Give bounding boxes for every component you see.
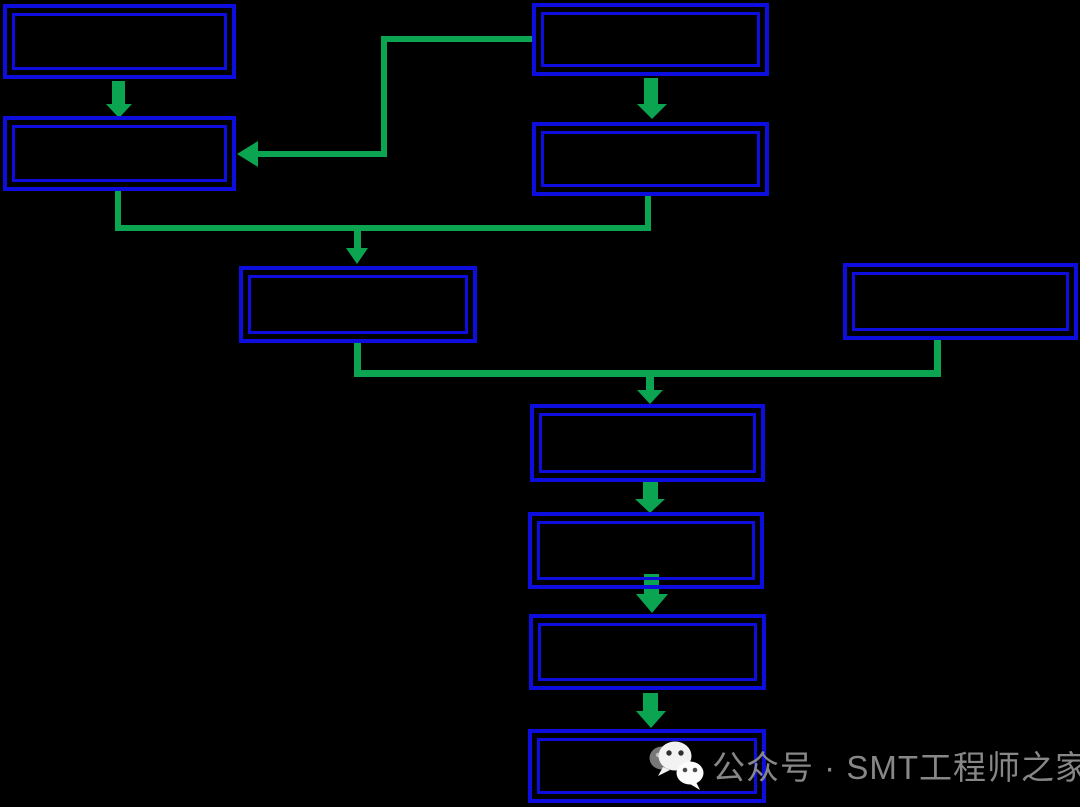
connector-merge2-arrowhead bbox=[637, 390, 663, 404]
arrow-mid1-down-head bbox=[635, 499, 665, 513]
connector-merge1-v-from-right bbox=[645, 196, 651, 231]
arrow-mid3-down-shaft bbox=[643, 693, 658, 711]
connector-merge1-v-from-left bbox=[115, 191, 121, 231]
flow-node-left-second bbox=[3, 116, 236, 191]
connector-merge1-branch-shaft bbox=[354, 231, 361, 248]
connector-topright-to-left-arrowhead bbox=[237, 141, 258, 167]
flow-node-mid-2 bbox=[528, 512, 764, 589]
connector-merge1-arrowhead bbox=[346, 248, 368, 264]
arrow-topleft-down-head bbox=[106, 104, 132, 118]
flow-node-top-right bbox=[532, 3, 769, 76]
connector-merge2-v-from-center bbox=[354, 343, 361, 377]
flow-node-mid-2-inner bbox=[537, 521, 755, 580]
arrow-mid3-down-head bbox=[636, 711, 666, 728]
wechat-icon bbox=[649, 741, 704, 790]
connector-merge2-v-from-farright bbox=[934, 340, 941, 377]
connector-topright-to-left-h2 bbox=[258, 151, 387, 157]
flow-node-mid-4 bbox=[528, 729, 766, 803]
arrow-topright-down-shaft bbox=[644, 78, 658, 104]
flow-node-mid-4-inner bbox=[537, 738, 757, 794]
connector-topright-to-left-v bbox=[381, 36, 387, 155]
flow-node-center-merge-inner bbox=[248, 275, 468, 334]
watermark: 公众号 · SMT工程师之家 bbox=[648, 738, 1080, 792]
flow-node-mid-1 bbox=[530, 404, 765, 482]
flow-node-top-left bbox=[3, 4, 236, 79]
arrow-mid1-down-shaft bbox=[643, 480, 658, 499]
flow-node-mid-3 bbox=[529, 614, 766, 690]
flow-node-top-right-inner bbox=[541, 12, 760, 67]
flow-node-right-second-inner bbox=[541, 131, 760, 187]
flow-node-far-right-inner bbox=[852, 272, 1069, 331]
flow-node-center-merge bbox=[239, 266, 477, 343]
arrow-topleft-down-shaft bbox=[112, 81, 125, 104]
connector-merge1-h bbox=[115, 225, 651, 231]
connector-topright-to-left-h1 bbox=[381, 36, 533, 42]
flow-node-right-second bbox=[532, 122, 769, 196]
flow-node-mid-3-inner bbox=[538, 623, 757, 681]
flow-node-far-right bbox=[843, 263, 1078, 340]
arrow-mid2-down-head bbox=[636, 594, 668, 613]
arrow-topright-down-head bbox=[637, 104, 667, 119]
flow-node-left-second-inner bbox=[12, 125, 227, 182]
connector-merge2-branch-shaft bbox=[646, 377, 654, 390]
watermark-text: 公众号 · SMT工程师之家 bbox=[712, 749, 1080, 786]
connector-merge2-h bbox=[354, 370, 941, 377]
flow-node-mid-1-inner bbox=[539, 413, 756, 473]
flow-node-top-left-inner bbox=[12, 13, 227, 70]
